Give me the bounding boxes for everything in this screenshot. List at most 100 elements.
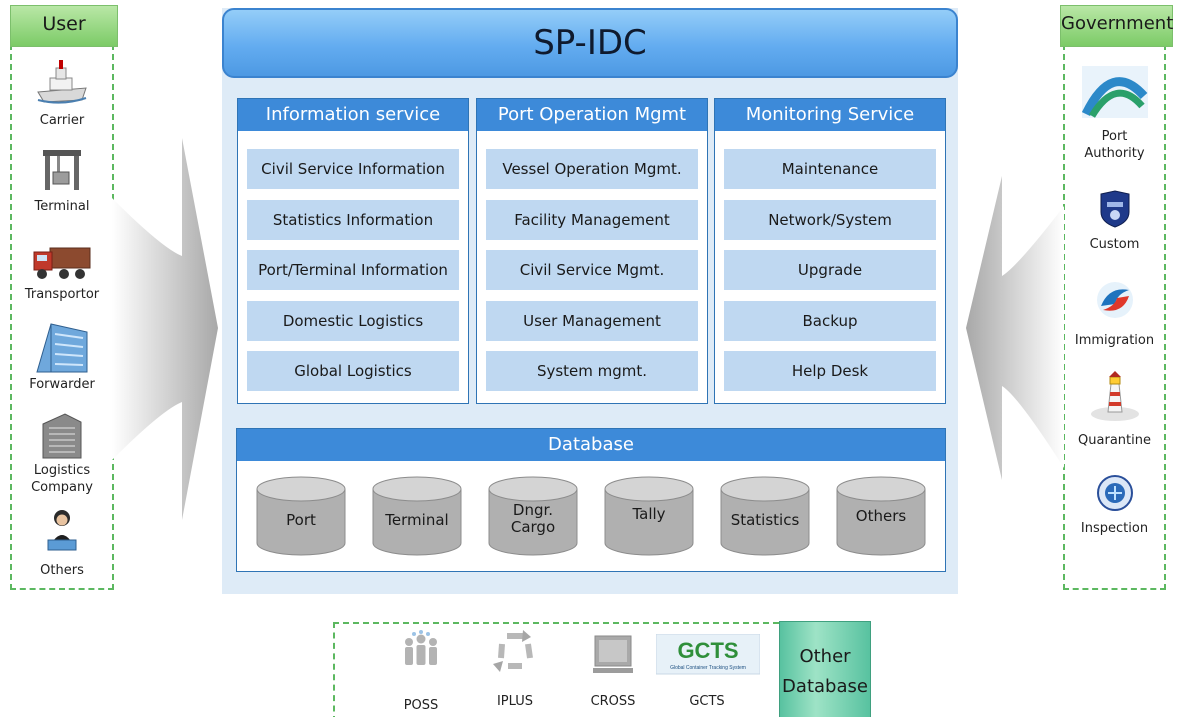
other-system-poss[interactable]: POSS (376, 624, 466, 713)
user-item-others[interactable]: Others (10, 506, 114, 579)
truck-icon (33, 247, 91, 279)
cylinder-icon (604, 476, 694, 556)
cylinder-icon (836, 476, 926, 556)
inspection-seal-icon (1096, 475, 1133, 511)
gcts-logo-subtext: Global Container Tracking System (670, 665, 746, 671)
gov-item-immigration[interactable]: Immigration (1063, 280, 1166, 349)
database-label: Dngr. (512, 501, 554, 519)
gcts-logo-text: GCTS (677, 638, 738, 663)
arrow-user-to-idc (112, 138, 218, 520)
government-header: Government (1060, 5, 1173, 47)
cylinder-icon (372, 476, 462, 556)
recycle-icon (493, 630, 533, 672)
cylinder-icon (488, 476, 578, 556)
other-system-cross[interactable]: CROSS (568, 624, 658, 709)
database-cylinder-terminal[interactable]: Terminal (371, 475, 463, 557)
user-item-label: Terminal (34, 199, 90, 214)
building-icon (42, 413, 82, 459)
user-item-label: Transportor (24, 287, 100, 302)
service-item[interactable]: User Management (486, 301, 698, 341)
customs-badge-icon (1100, 190, 1129, 228)
database-label: Cargo (510, 518, 556, 536)
database-cylinder-others[interactable]: Others (835, 475, 927, 557)
service-header: Monitoring Service (715, 99, 945, 131)
arrow-government-to-idc (966, 176, 1064, 480)
gov-item-port-authority[interactable]: Port Authority (1063, 66, 1166, 162)
service-item[interactable]: Global Logistics (247, 351, 459, 391)
database-cylinder-dngr-cargo[interactable]: Dngr. Cargo (487, 475, 579, 557)
information-service-panel: Information service Civil Service Inform… (237, 98, 469, 404)
service-item[interactable]: Maintenance (724, 149, 936, 189)
monitoring-service-panel: Monitoring Service Maintenance Network/S… (714, 98, 946, 404)
service-header: Port Operation Mgmt (477, 99, 707, 131)
people-group-icon (405, 630, 437, 665)
service-item[interactable]: Network/System (724, 200, 936, 240)
other-database-label: Database (782, 676, 868, 697)
user-item-label: Forwarder (29, 377, 95, 392)
user-item-label: Others (40, 563, 84, 578)
gov-item-label: Immigration (1074, 333, 1155, 348)
gov-item-quarantine[interactable]: Quarantine (1063, 368, 1166, 449)
other-database-box[interactable]: Other Database (779, 621, 871, 717)
gov-item-custom[interactable]: Custom (1063, 190, 1166, 253)
sp-idc-platform: SP-IDC Information service Civil Service… (222, 8, 958, 594)
database-label: Statistics (730, 511, 800, 529)
user-item-label: Company (31, 480, 93, 495)
other-system-label: POSS (403, 698, 439, 713)
user-panel (10, 44, 114, 590)
service-item[interactable]: Facility Management (486, 200, 698, 240)
gcts-logo-icon: GCTS Global Container Tracking System (655, 633, 761, 675)
gov-item-inspection[interactable]: Inspection (1063, 474, 1166, 537)
service-item[interactable]: Port/Terminal Information (247, 250, 459, 290)
database-cylinder-tally[interactable]: Tally (603, 475, 695, 557)
service-item[interactable]: Statistics Information (247, 200, 459, 240)
port-operation-panel: Port Operation Mgmt Vessel Operation Mgm… (476, 98, 708, 404)
user-item-logistics-company[interactable]: Logistics Company (10, 410, 114, 496)
service-item[interactable]: Help Desk (724, 351, 936, 391)
port-authority-logo-icon (1081, 66, 1148, 118)
user-item-label: Logistics (33, 463, 91, 478)
database-panel: Database Port Terminal Dngr. Cargo (236, 428, 946, 572)
other-system-iplus[interactable]: IPLUS (470, 624, 560, 709)
office-building-icon (36, 323, 88, 373)
other-system-label: GCTS (689, 694, 725, 709)
cylinder-icon (720, 476, 810, 556)
ship-icon (37, 60, 87, 104)
user-item-transportor[interactable]: Transportor (10, 242, 114, 303)
database-cylinder-port[interactable]: Port (255, 475, 347, 557)
gov-item-label: Custom (1089, 237, 1140, 252)
gov-item-label: Authority (1084, 146, 1145, 161)
service-item[interactable]: Civil Service Information (247, 149, 459, 189)
service-item[interactable]: Civil Service Mgmt. (486, 250, 698, 290)
user-item-terminal[interactable]: Terminal (10, 148, 114, 215)
gov-item-label: Inspection (1080, 521, 1149, 536)
service-item[interactable]: Upgrade (724, 250, 936, 290)
service-item[interactable]: Backup (724, 301, 936, 341)
database-label: Tally (632, 505, 666, 523)
immigration-logo-icon (1096, 282, 1133, 318)
database-label: Port (286, 511, 316, 529)
other-system-gcts[interactable]: GCTS Global Container Tracking System GC… (655, 624, 761, 709)
service-item[interactable]: Domestic Logistics (247, 301, 459, 341)
service-item[interactable]: Vessel Operation Mgmt. (486, 149, 698, 189)
service-item[interactable]: System mgmt. (486, 351, 698, 391)
gov-item-label: Quarantine (1078, 433, 1151, 448)
user-item-forwarder[interactable]: Forwarder (10, 318, 114, 393)
service-header: Information service (238, 99, 468, 131)
user-header: User (10, 5, 118, 47)
sp-idc-title: SP-IDC (222, 8, 958, 78)
other-database-label: Other (799, 646, 851, 667)
database-label: Others (855, 507, 907, 525)
database-label: Terminal (385, 511, 449, 529)
other-system-label: IPLUS (496, 694, 534, 709)
other-system-label: CROSS (590, 694, 636, 709)
cylinder-icon (256, 476, 346, 556)
database-cylinder-statistics[interactable]: Statistics (719, 475, 811, 557)
lighthouse-icon (1090, 371, 1139, 421)
monitor-icon (593, 635, 633, 673)
person-laptop-icon (47, 510, 77, 551)
crane-icon (43, 150, 81, 190)
gov-item-label: Port (1101, 129, 1128, 144)
user-item-label: Carrier (39, 113, 85, 128)
user-item-carrier[interactable]: Carrier (10, 56, 114, 129)
